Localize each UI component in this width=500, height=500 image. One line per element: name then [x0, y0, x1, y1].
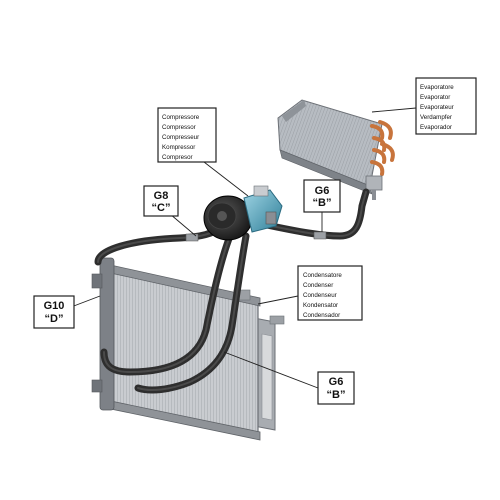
fitting-label-g8: G8 “C” — [143, 185, 179, 217]
fitting-letter: “B” — [313, 197, 332, 209]
fitting-code: G6 — [315, 185, 330, 197]
condenser — [91, 257, 285, 441]
evaporator — [277, 99, 395, 200]
condenser-label-line: Condenseur — [303, 292, 337, 299]
condenser-label-line: Condenser — [303, 282, 333, 289]
evaporator-label-line: Evaporateur — [420, 104, 454, 111]
fitting-label-g6-top: G6 “B” — [303, 179, 341, 213]
evaporator-label-line: Evaporatore — [420, 84, 454, 91]
compressor-label-line: Compresor — [162, 154, 193, 161]
evaporator-label-line: Evaporator — [420, 94, 450, 101]
condenser-label-line: Condensatore — [303, 272, 342, 279]
compressor — [203, 185, 283, 241]
fitting-letter: “C” — [152, 202, 171, 214]
compressor-label-line: Compresseur — [162, 134, 199, 141]
fitting-code: G6 — [329, 376, 344, 388]
fitting-letter: “B” — [327, 389, 346, 401]
compressor-label: Compressore Compressor Compresseur Kompr… — [157, 107, 217, 163]
fitting-label-g6-bottom: G6 “B” — [317, 371, 355, 405]
evaporator-label-line: Verdampfer — [420, 114, 452, 121]
condenser-label: Condensatore Condenser Condenseur Konden… — [297, 265, 363, 321]
compressor-label-line: Compressor — [162, 124, 196, 131]
condenser-label-line: Condensador — [303, 312, 340, 319]
fitting-letter: “D” — [45, 313, 64, 325]
fitting-code: G10 — [44, 300, 65, 312]
condenser-label-line: Kondensator — [303, 302, 338, 309]
compressor-label-line: Compressore — [162, 114, 200, 121]
fitting-code: G8 — [154, 190, 169, 202]
fitting-label-g10: G10 “D” — [33, 295, 75, 329]
evaporator-label-line: Evaporador — [420, 124, 452, 131]
evaporator-label: Evaporatore Evaporator Evaporateur Verda… — [415, 77, 477, 135]
compressor-label-line: Kompressor — [162, 144, 195, 151]
